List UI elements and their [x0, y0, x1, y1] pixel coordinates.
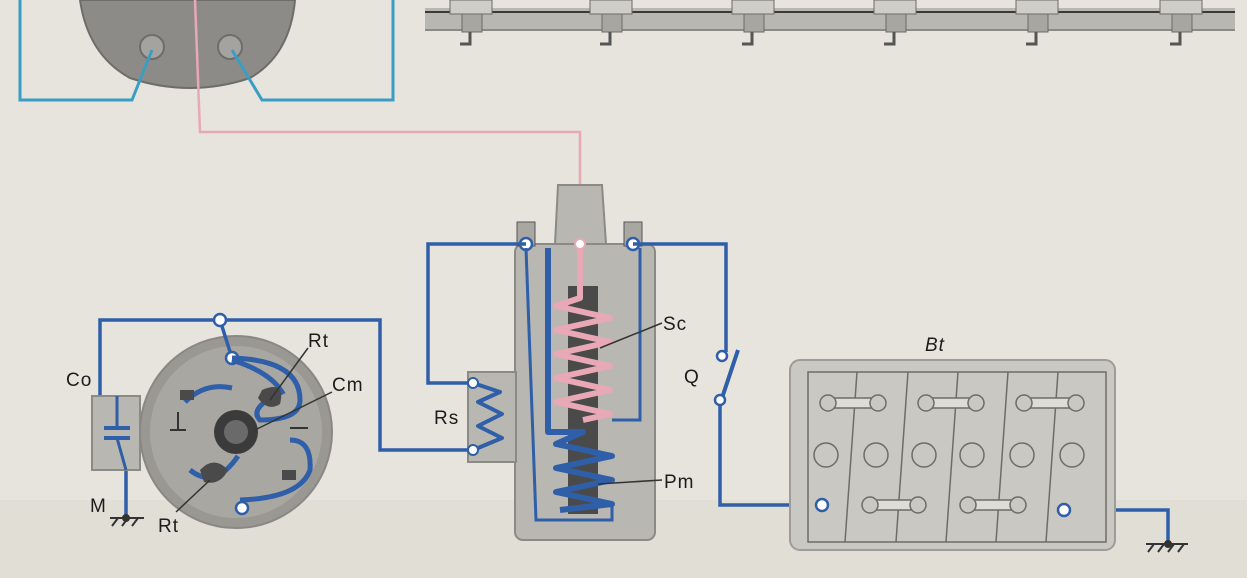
- spark-plug: [589, 0, 633, 46]
- label-cam: Cm: [332, 375, 364, 396]
- label-switch: Q: [684, 367, 700, 388]
- spark-plug-row: [425, 0, 1235, 46]
- spark-plug: [873, 0, 917, 46]
- ground-symbol: [110, 514, 144, 527]
- label-resistor: Rs: [434, 408, 459, 429]
- contact-breaker: [139, 312, 333, 529]
- ignition-switch: [713, 349, 740, 407]
- sc-leader: [599, 322, 663, 349]
- label-mass: M: [90, 496, 107, 517]
- pm-leader: [597, 479, 663, 485]
- primary-winding: [545, 248, 615, 513]
- cm-leader: [254, 391, 333, 431]
- coil-internal-wire: [612, 248, 642, 422]
- ballast-resistor: [467, 371, 517, 463]
- condenser: [91, 395, 141, 471]
- label-condenser: Co: [66, 370, 92, 391]
- label-battery: Bt: [925, 335, 945, 356]
- spark-plug: [1159, 0, 1203, 46]
- label-primary-coil: Pm: [664, 472, 695, 493]
- spark-plug-leads: [18, 0, 395, 102]
- coil-internal-wire: [524, 247, 614, 522]
- secondary-winding: [553, 248, 613, 423]
- spark-plug: [731, 0, 775, 46]
- label-secondary-coil: Sc: [663, 314, 687, 335]
- ground-symbol: [1146, 540, 1188, 553]
- rt-bottom-leader: [175, 479, 211, 513]
- battery: [789, 359, 1116, 551]
- spark-plug: [1015, 0, 1059, 46]
- rt-top-leader: [269, 347, 309, 401]
- label-rt-bottom: Rt: [158, 516, 179, 537]
- spark-plug: [449, 0, 493, 46]
- label-rt-top: Rt: [308, 331, 329, 352]
